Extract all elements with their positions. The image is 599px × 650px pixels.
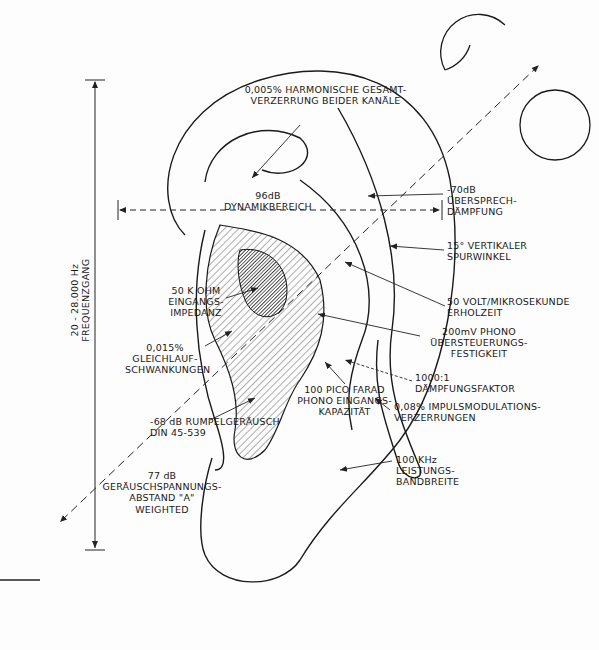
- spec-label: -70dB ÜBERSPRECH- DÄMPFUNG: [447, 184, 527, 218]
- spec-label: 50 VOLT/MIKROSEKUNDE ERHOLZEIT: [447, 296, 582, 318]
- spec-label: 77 dB GERÄUSCHSPANNUNGS- ABSTAND "A" WEI…: [102, 470, 222, 515]
- spec-label: 200mV PHONO ÜBERSTEUERUNGS- FESTIGKEIT: [420, 326, 538, 360]
- ear-canal: [238, 249, 287, 316]
- spec-label: 50 K OHM EINGANGS- IMPEDANZ: [165, 285, 227, 319]
- spec-label: 0,015% GLEICHLAUF- SCHWANKUNGEN: [125, 342, 205, 376]
- spec-label: 0,08% IMPULSMODULATIONS- VERZERRUNGEN: [394, 401, 554, 423]
- spec-label: 100 PICO FARAD PHONO EINGANGS- KAPAZITÄT: [292, 384, 397, 418]
- spec-label: 15° VERTIKALER SPURWINKEL: [447, 240, 539, 262]
- circle-symbols: [441, 14, 590, 160]
- spec-label: 96dB DYNAMIKBEREICH: [218, 190, 318, 212]
- spec-label: 1000:1 DÄMPFUNGSFAKTOR: [415, 372, 545, 394]
- frequency-range: 20 - 28.000 Hz FREQUENZGANG: [69, 250, 91, 350]
- ear-outline: [168, 71, 455, 582]
- spec-label: 100 KHz LEISTUNGS- BANDBREITE: [396, 454, 486, 488]
- spec-label: 0,005% HARMONISCHE GESAMT- VERZERRUNG BE…: [238, 84, 413, 106]
- dimension-lines: [0, 66, 538, 580]
- spec-label: -68 dB RUMPELGERÄUSCH DIN 45-539: [150, 416, 290, 438]
